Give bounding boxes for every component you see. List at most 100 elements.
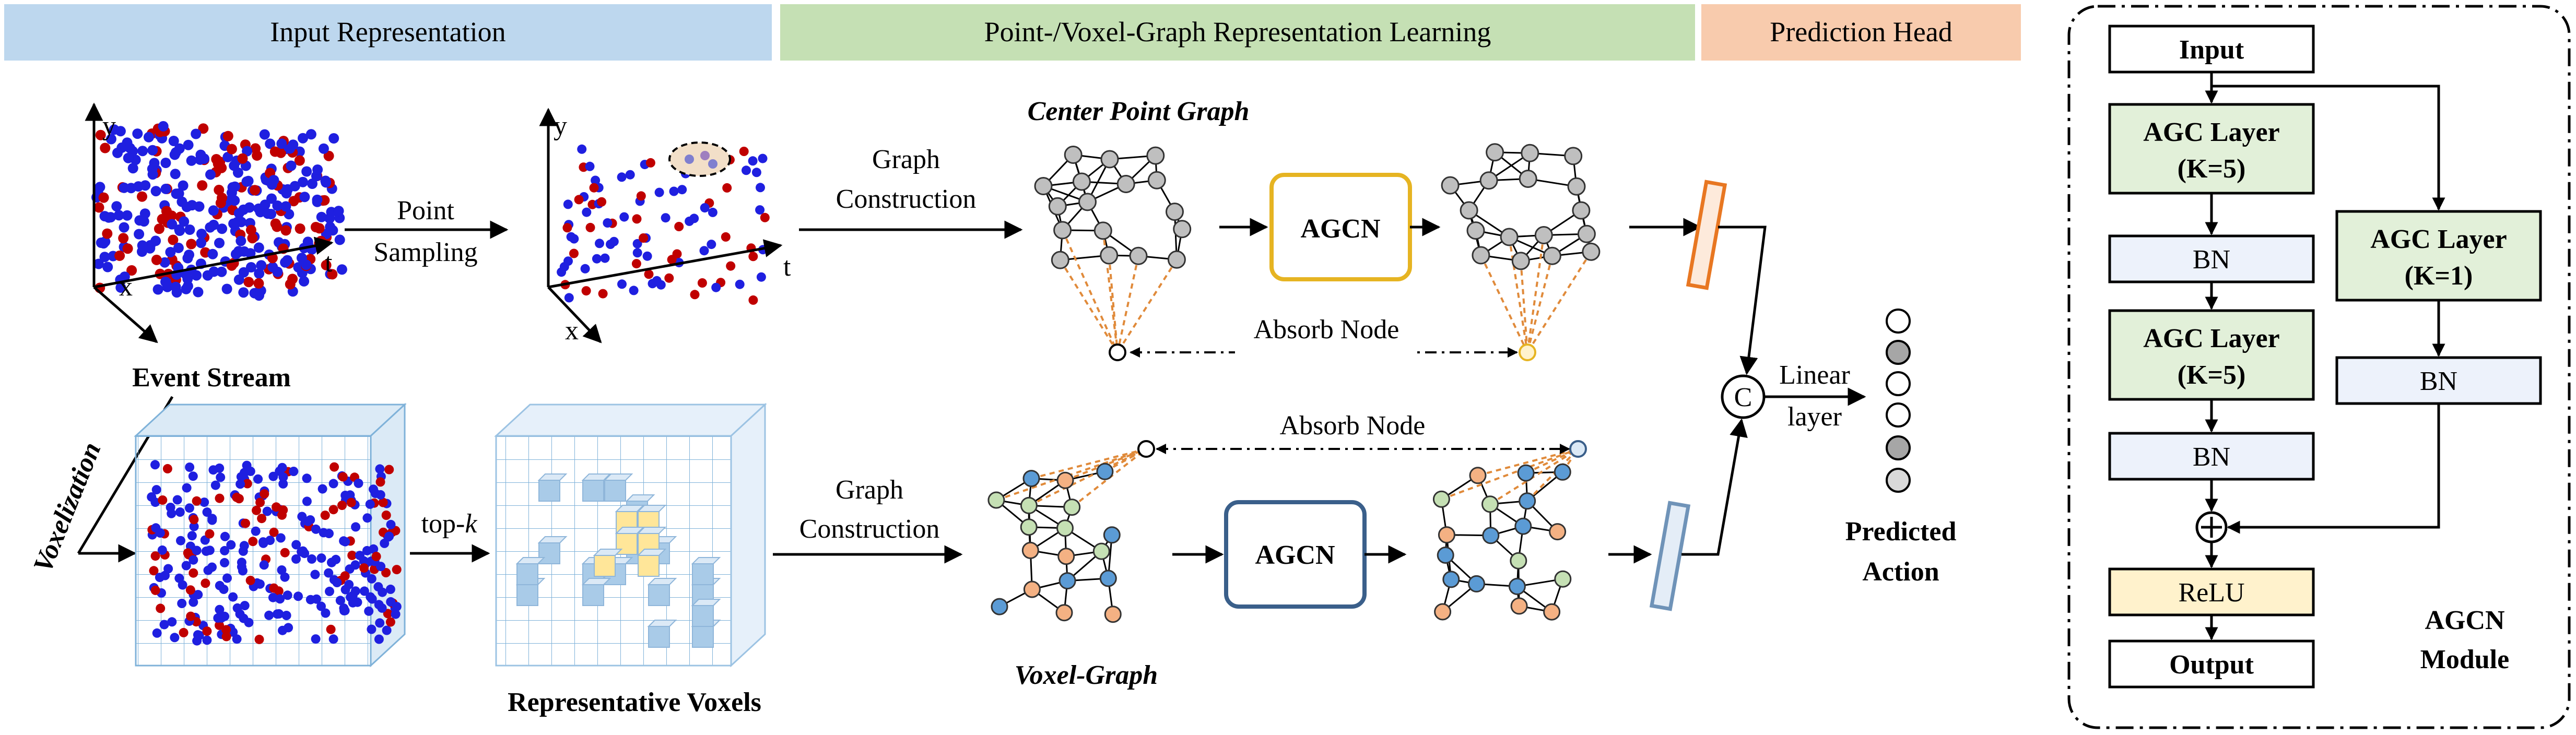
agc-layer-k5-b-label-1: AGC Layer xyxy=(2143,324,2279,353)
graph-node xyxy=(1048,197,1067,216)
sampled-dot xyxy=(661,213,671,223)
voxel-dot xyxy=(232,634,242,644)
module-input-label: Input xyxy=(2179,35,2244,65)
graph-node xyxy=(1582,242,1601,261)
event-dot xyxy=(312,194,323,205)
event-stream-plot: y t x xyxy=(85,102,347,343)
graph-node xyxy=(1482,527,1500,544)
sampled-dot xyxy=(748,252,758,262)
event-dot xyxy=(150,186,161,197)
graph-node xyxy=(1519,492,1536,510)
voxel-dot xyxy=(217,613,227,623)
voxel-dot xyxy=(391,609,401,619)
sampled-dot xyxy=(562,223,572,233)
graph-node xyxy=(1486,143,1504,162)
event-dot xyxy=(298,133,308,144)
graph-node xyxy=(1129,246,1148,265)
graph-node xyxy=(1472,246,1490,265)
axis-x-label: x xyxy=(119,272,133,302)
graph-node xyxy=(1023,580,1041,598)
voxel-dot xyxy=(381,568,391,577)
event-dot xyxy=(250,185,260,196)
voxel-dot xyxy=(189,521,199,531)
voxel-dot xyxy=(236,479,245,489)
graph-node xyxy=(1166,203,1184,221)
event-dot xyxy=(160,276,171,287)
agc-layer-k1-label-2: (K=1) xyxy=(2405,261,2473,291)
voxel-dot xyxy=(386,519,396,529)
sampled-dot xyxy=(669,186,679,196)
event-dot xyxy=(253,203,264,214)
event-dot xyxy=(301,166,312,177)
voxel-dot xyxy=(369,544,379,554)
sampled-dot xyxy=(739,147,749,156)
voxel-dot xyxy=(278,625,287,635)
voxel-dot xyxy=(157,545,167,555)
header-input-bg xyxy=(4,4,772,61)
voxel-dot xyxy=(375,490,385,500)
voxel-dot xyxy=(179,627,189,637)
event-dot xyxy=(252,150,263,161)
bn-box-3 xyxy=(2335,356,2542,405)
sampled-dot xyxy=(598,289,608,299)
event-dot xyxy=(245,224,256,235)
event-dot xyxy=(182,281,193,292)
event-dot xyxy=(119,182,130,193)
voxel-dot xyxy=(205,529,215,539)
event-dot xyxy=(100,236,111,247)
voxel-dot xyxy=(331,554,341,564)
voxel-dot xyxy=(150,585,160,595)
voxel-dot xyxy=(324,568,334,578)
voxel-dot xyxy=(269,583,279,593)
voxel-dot xyxy=(252,505,261,515)
sampled-dot xyxy=(639,233,649,243)
event-dot xyxy=(143,132,154,143)
event-dot xyxy=(147,169,158,180)
sampled-dot xyxy=(585,222,595,232)
event-dot xyxy=(253,278,264,289)
graph-node xyxy=(1096,463,1114,480)
event-dot xyxy=(93,258,104,269)
sampled-dot xyxy=(699,246,709,256)
event-dot xyxy=(286,160,297,171)
voxel-dot xyxy=(339,536,349,546)
voxel-dot xyxy=(302,473,312,483)
absorb-edge xyxy=(1065,448,1147,482)
sampled-dot xyxy=(617,279,627,289)
graph-node xyxy=(987,491,1005,509)
voxel-dot xyxy=(149,566,159,576)
voxel-dot xyxy=(202,635,212,645)
absorb-edge xyxy=(1526,251,1592,353)
graph-node xyxy=(1146,146,1165,165)
event-dot xyxy=(298,176,308,187)
event-dot xyxy=(154,223,164,234)
voxel-dot xyxy=(281,611,291,620)
voxel-block xyxy=(648,584,670,606)
event-dot xyxy=(296,253,307,264)
voxel-dot xyxy=(364,606,374,616)
graph-node xyxy=(1572,201,1591,220)
voxel-dot xyxy=(385,617,395,627)
voxel-dot xyxy=(155,573,164,583)
bn-box-2-label: BN xyxy=(2193,442,2230,472)
graph-node xyxy=(1116,175,1135,193)
voxel-dot xyxy=(216,472,226,482)
graph-node xyxy=(1056,471,1074,489)
voxel-dot xyxy=(207,514,217,524)
graph-node xyxy=(1099,570,1117,587)
voxel-dot xyxy=(316,553,326,563)
event-dot xyxy=(262,208,273,219)
event-dot xyxy=(272,221,283,232)
voxel-block xyxy=(582,480,604,502)
event-dot xyxy=(147,145,158,156)
event-dot xyxy=(113,210,124,221)
voxel-dot xyxy=(251,526,261,536)
event-dot xyxy=(149,158,160,169)
event-dot xyxy=(173,242,184,253)
sampled-dot xyxy=(721,232,731,242)
agc-layer-k5-a xyxy=(2108,103,2315,195)
absorb-node xyxy=(1137,440,1155,458)
axis-x xyxy=(93,286,158,343)
event-dot xyxy=(324,213,335,224)
voxel-dot xyxy=(258,537,268,547)
